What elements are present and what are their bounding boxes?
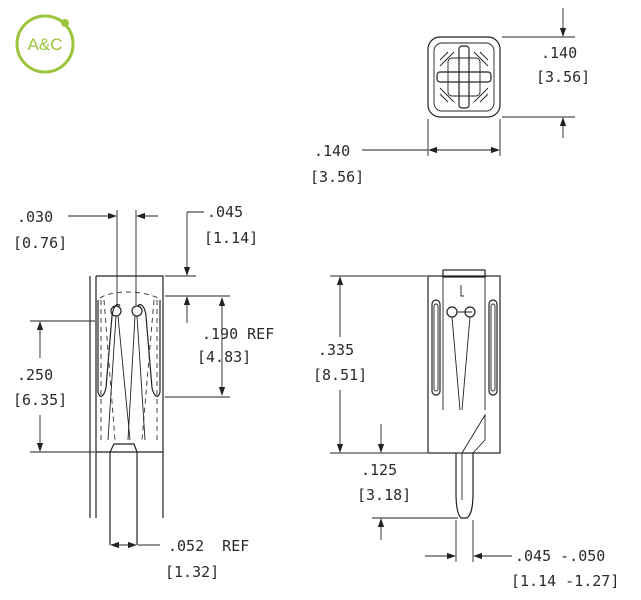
base-inch: .052 REF [168,537,249,555]
top-view-width-mm: [3.56] [310,168,364,186]
front-view-window-left [431,299,441,396]
side-view: .030 [0.76] .045 [1.14] .190 REF [4.83] … [13,203,274,581]
logo-text: A&C [28,35,63,54]
top-view-outer [427,36,501,118]
front-view-window-right-inner [490,303,496,392]
body-inch: .335 [318,341,354,359]
front-view-window-right [488,299,498,396]
front-view-tail-bend [461,413,486,500]
ref-mm: [4.83] [197,348,251,366]
front-view-spring [451,285,472,411]
side-view-base [109,443,138,545]
tab-mm: [1.14 -1.27] [511,572,619,590]
body-mm: [8.51] [313,366,367,384]
spring-inch: .250 [17,366,53,384]
side-view-body [89,275,164,518]
front-view-window-left-inner [433,303,439,392]
side-view-contact-right [131,305,143,317]
front-view-top-tab [442,269,486,278]
slot-inch: .030 [17,208,53,226]
side-view-inner-right [127,315,146,441]
top-inch: .045 [207,203,243,221]
front-view: .335 [8.51] .125 [3.18] .045 -.050 [1.14… [313,269,619,590]
side-view-spring-right [137,300,161,397]
side-view-hidden-right [141,299,158,441]
top-view-height-mm: [3.56] [536,68,590,86]
top-view-corner-bl [439,87,455,103]
top-view-core [447,57,481,97]
front-view-body [427,275,501,454]
tail-inch: .125 [361,461,397,479]
logo: A&C [15,14,75,74]
logo-dot [61,19,69,27]
top-view-width-inch: .140 [314,142,350,160]
side-view-hidden-top [99,291,159,299]
top-view-corner-tr [473,51,489,67]
top-view-corner-tl [439,51,455,67]
ref-inch: .190 REF [202,325,274,343]
tab-inch: .045 -.050 [515,547,605,565]
top-view-contact-v [458,45,470,109]
top-view-contact-h [436,71,492,83]
side-view-hidden-left [100,299,116,441]
spring-mm: [6.35] [13,391,67,409]
top-mm: [1.14] [204,229,258,247]
side-view-inner-left [107,315,131,441]
top-view-corner-br [473,87,489,103]
slot-mm: [0.76] [13,234,67,252]
base-mm: [1.32] [165,563,219,581]
logo-ring [15,14,75,74]
front-view-contact-left [446,306,458,318]
top-view-height-inch: .140 [541,44,577,62]
top-view-inner [433,42,495,112]
front-view-tail [455,453,474,519]
tail-mm: [3.18] [357,486,411,504]
top-view: .140 [3.56] .140 [3.56] [310,8,590,186]
